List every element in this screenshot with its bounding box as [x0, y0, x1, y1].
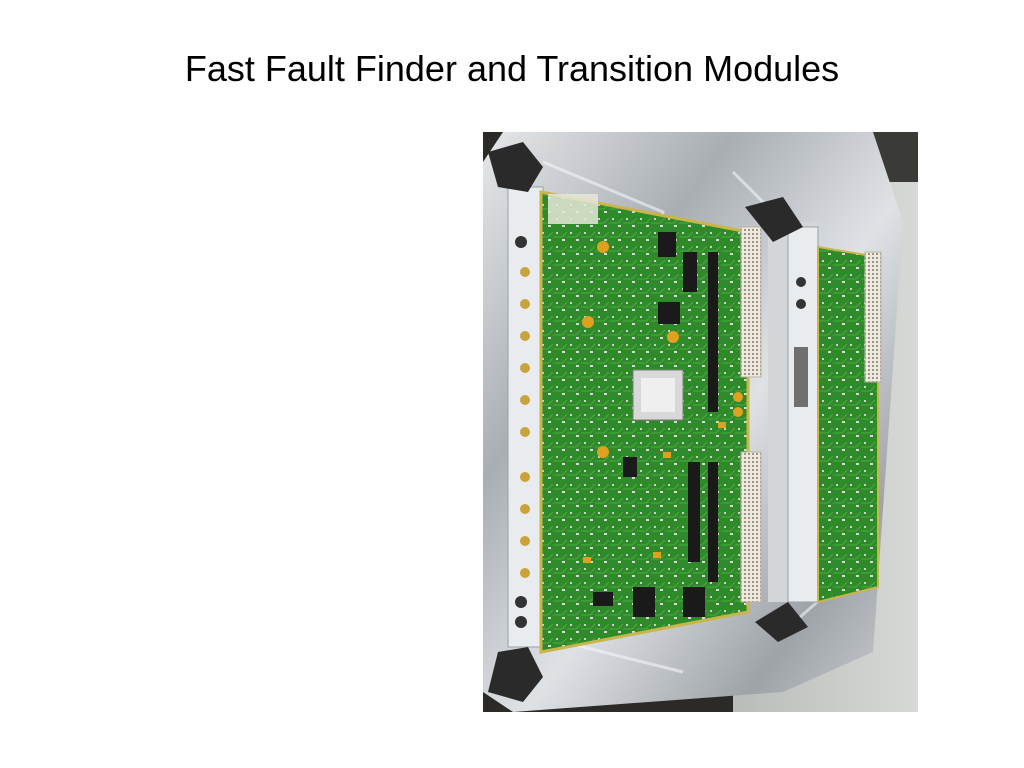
panel-connectors	[515, 236, 530, 628]
photo-drawing	[483, 132, 918, 712]
slide-title: Fast Fault Finder and Transition Modules	[184, 48, 840, 89]
circuit-board-photo	[483, 132, 918, 712]
